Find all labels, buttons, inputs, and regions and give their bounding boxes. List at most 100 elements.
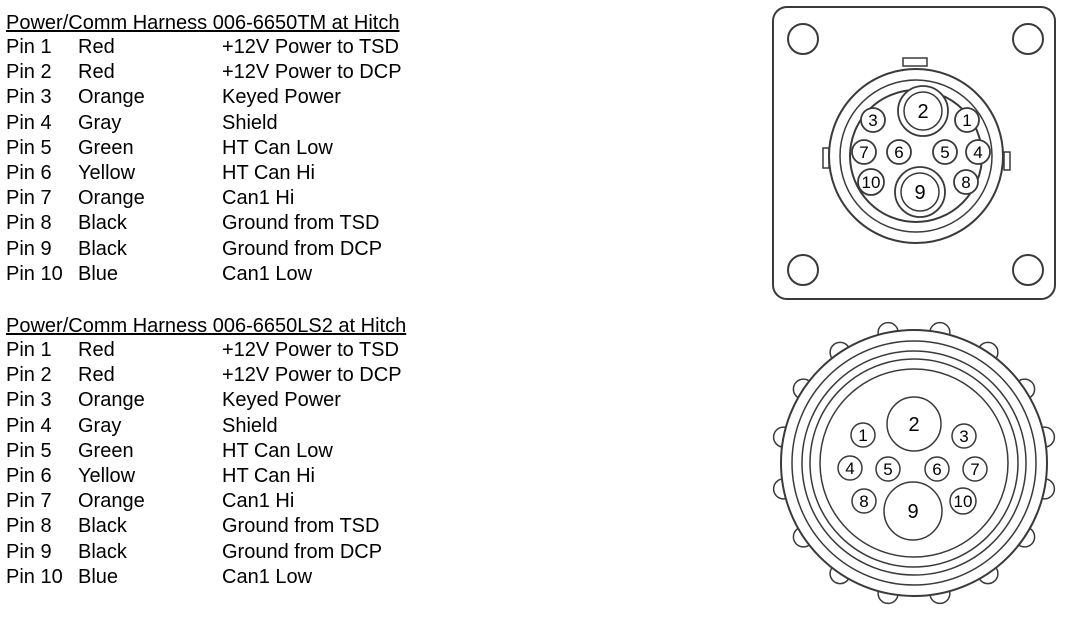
wire-color: Yellow (78, 464, 136, 487)
pin-row: Pin 4 Gray Shield (6, 414, 406, 439)
pin-9-number: 9 (907, 501, 918, 523)
pin-function: Shield (222, 111, 278, 134)
pin-function: HT Can Hi (222, 464, 315, 487)
pin-1-number: 1 (962, 111, 971, 130)
pin-6-socket (924, 456, 950, 482)
right-tab (1003, 151, 1011, 171)
pin-function: HT Can Low (222, 439, 333, 462)
pin-label: Pin 9 (6, 540, 52, 563)
pin-function: +12V Power to TSD (222, 36, 399, 58)
wire-color: Black (78, 515, 127, 538)
pin-label: Pin 9 (6, 237, 52, 260)
pin-label: Pin 6 (6, 464, 52, 487)
mounting-hole-tl (787, 23, 819, 55)
pin-7-number: 7 (859, 143, 868, 162)
wire-color: Red (78, 339, 115, 361)
pin-row: Pin 6 Yellow HT Can Hi (6, 464, 406, 489)
pin-8-socket (851, 488, 877, 514)
pin-8-socket (953, 169, 979, 195)
wire-color: Yellow (78, 161, 136, 184)
wire-color: Orange (78, 389, 145, 412)
pin-10-number: 10 (862, 173, 881, 192)
pin-function: Shield (222, 414, 278, 437)
pin-4-socket (965, 139, 991, 165)
pinout-table-ls2: Power/Comm Harness 006-6650LS2 at Hitch … (6, 314, 406, 590)
pin-function: Ground from TSD (222, 212, 380, 235)
pin-2-number: 2 (908, 414, 919, 436)
pin-7-number: 7 (970, 460, 979, 479)
wire-color: Blue (78, 262, 119, 285)
pin-label: Pin 3 (6, 389, 52, 412)
wire-color: Blue (78, 565, 119, 588)
pin-7-socket (851, 139, 877, 165)
pin-3-number: 3 (959, 427, 968, 446)
wire-color: Red (78, 36, 115, 58)
pin-6-socket (886, 139, 912, 165)
pin-2-inner (903, 91, 943, 131)
pin-10-socket (857, 168, 885, 196)
pin-label: Pin 5 (6, 136, 52, 159)
pin-row: Pin 9 Black Ground from DCP (6, 540, 406, 565)
wire-color: Green (78, 439, 134, 462)
pin-10-socket (949, 487, 977, 515)
pin-1-number: 1 (858, 426, 867, 445)
wire-color: Orange (78, 187, 145, 210)
wire-color: Black (78, 212, 127, 235)
pin-9-inner (900, 172, 940, 212)
pin-3-number: 3 (868, 111, 877, 130)
pin-3-socket (951, 423, 977, 449)
pin-5-number: 5 (940, 143, 949, 162)
wire-color: Gray (78, 414, 122, 437)
pin-2-number: 2 (917, 101, 928, 123)
pin-6-number: 6 (894, 143, 903, 162)
pin-label: Pin 3 (6, 86, 52, 109)
pin-function: Can1 Low (222, 262, 313, 285)
pin-function: Can1 Hi (222, 187, 295, 210)
pinout-table-tm: Power/Comm Harness 006-6650TM at Hitch P… (6, 11, 402, 287)
pin-8-number: 8 (961, 173, 970, 192)
wire-color: Black (78, 540, 127, 563)
pin-4-number: 4 (845, 459, 854, 478)
pin-label: Pin 4 (6, 414, 52, 437)
pin-label: Pin 8 (6, 515, 52, 538)
pin-function: +12V Power to DCP (222, 364, 402, 387)
pin-7-socket (962, 456, 988, 482)
pin-1-socket (954, 107, 980, 133)
pin-4-socket (837, 455, 863, 481)
pin-label: Pin 7 (6, 490, 52, 513)
section-title-ls2: Power/Comm Harness 006-6650LS2 at Hitch (6, 315, 407, 337)
pin-label: Pin 4 (6, 111, 52, 134)
pin-label: Pin 2 (6, 364, 52, 387)
inner-ring (809, 358, 1019, 568)
outer-shell (828, 68, 1004, 244)
pin-8-number: 8 (859, 492, 868, 511)
pin-function: Keyed Power (222, 389, 341, 412)
top-key (902, 57, 928, 67)
pin-label: Pin 6 (6, 161, 52, 184)
pin-label: Pin 1 (6, 339, 52, 361)
shell-ring (839, 79, 993, 233)
pin-4-number: 4 (973, 143, 982, 162)
wire-color: Red (78, 364, 115, 387)
pin-5-number: 5 (883, 460, 892, 479)
pin-label: Pin 10 (6, 565, 63, 588)
pin-row: Pin 8 Black Ground from TSD (6, 211, 399, 236)
pin-label: Pin 8 (6, 212, 52, 235)
pin-label: Pin 7 (6, 187, 52, 210)
pin-1-socket (850, 422, 876, 448)
pin-row: Pin 2 Red +12V Power to DCP (6, 363, 406, 388)
pin-function: Ground from DCP (222, 540, 383, 563)
